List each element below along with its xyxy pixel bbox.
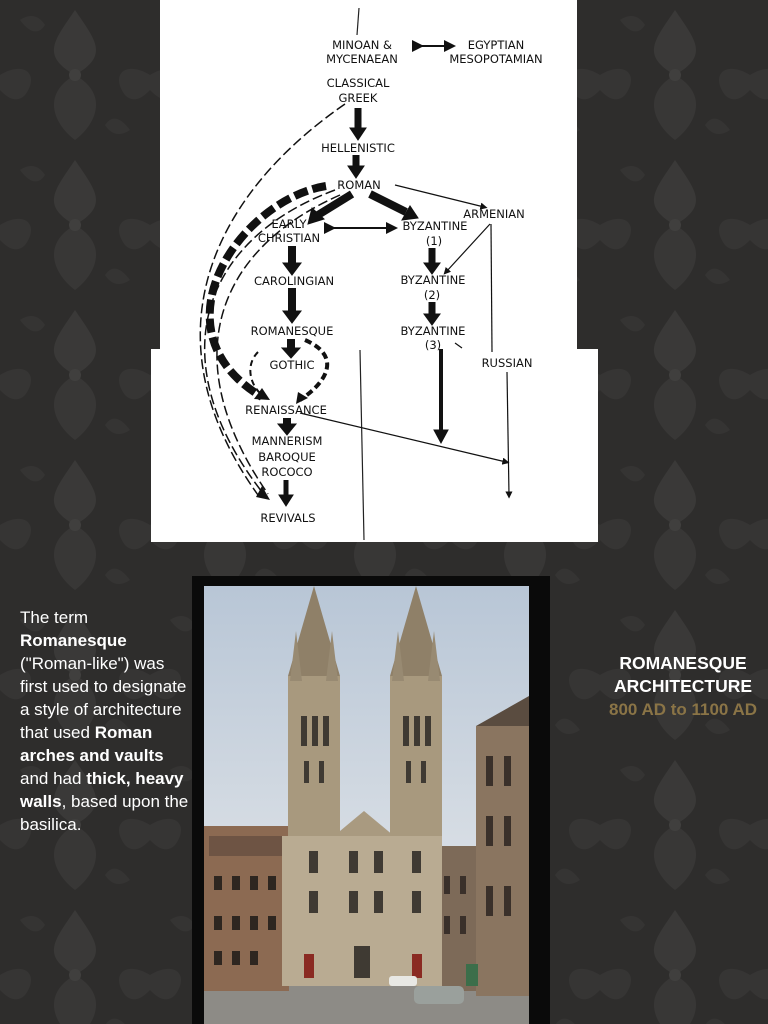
slide-title: ROMANESQUE ARCHITECTURE 800 AD to 1100 A… <box>598 652 768 722</box>
photo-frame <box>192 576 550 1024</box>
text-part-3: ("Roman-like") was first used to designa… <box>20 654 187 742</box>
node-mannerism-2: BAROQUE <box>258 450 316 464</box>
node-renaissance: RENAISSANCE <box>245 403 327 417</box>
node-carolingian: CAROLINGIAN <box>254 274 334 288</box>
text-arches-bold: Roman arches and vaults <box>20 723 164 765</box>
node-byzantine-3b: (3) <box>425 338 441 352</box>
node-byzantine-1b: (1) <box>426 234 442 248</box>
node-russian: RUSSIAN <box>482 356 533 370</box>
node-early-christian-1: EARLY <box>271 217 307 231</box>
church-photo <box>204 586 529 1024</box>
text-part-7: , based upon the basilica. <box>20 792 189 834</box>
node-roman: ROMAN <box>337 178 380 192</box>
node-egyptian-1: EGYPTIAN <box>468 38 524 52</box>
text-part-5: and had <box>20 769 82 788</box>
node-hellenistic: HELLENISTIC <box>321 141 395 155</box>
node-byzantine-3a: BYZANTINE <box>401 324 466 338</box>
text-walls-bold: thick, heavy walls <box>20 769 184 811</box>
node-mannerism-1: MANNERISM <box>252 434 323 448</box>
node-byzantine-2a: BYZANTINE <box>401 273 466 287</box>
node-mannerism-3: ROCOCO <box>261 465 312 479</box>
node-minoan-2: MYCENAEAN <box>326 52 398 66</box>
architecture-lineage-diagram: MINOAN & MYCENAEAN EGYPTIAN MESOPOTAMIAN… <box>151 0 598 542</box>
title-line-2: ARCHITECTURE <box>613 676 753 696</box>
node-minoan-1: MINOAN & <box>332 38 392 52</box>
description-paragraph: The term Romanesque ("Roman-like") was f… <box>20 606 192 836</box>
node-classical-1: CLASSICAL <box>327 76 390 90</box>
node-classical-2: GREEK <box>339 91 378 105</box>
thick-arrows <box>276 108 449 507</box>
node-revivals: REVIVALS <box>260 511 315 525</box>
title-line-1: ROMANESQUE <box>619 653 747 673</box>
node-early-christian-2: CHRISTIAN <box>258 231 320 245</box>
date-range: 800 AD to 1100 AD <box>608 700 758 719</box>
text-part-1: The term <box>20 608 89 627</box>
node-gothic: GOTHIC <box>269 358 314 372</box>
node-byzantine-1a: BYZANTINE <box>403 219 468 233</box>
node-romanesque: ROMANESQUE <box>251 324 334 338</box>
text-romanesque-bold: Romanesque <box>20 631 127 650</box>
node-armenian: ARMENIAN <box>463 207 525 221</box>
node-byzantine-2b: (2) <box>424 288 440 302</box>
node-egyptian-2: MESOPOTAMIAN <box>449 52 542 66</box>
